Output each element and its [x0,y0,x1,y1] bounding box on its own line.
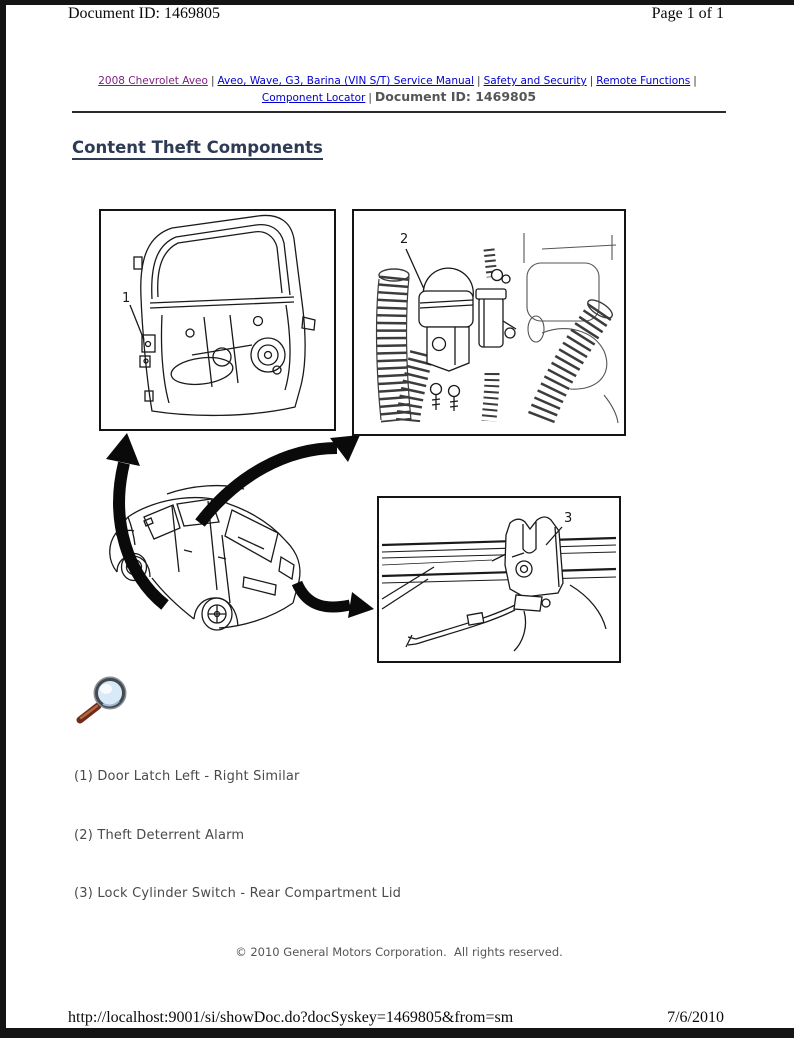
breadcrumb-link-vehicle[interactable]: 2008 Chevrolet Aveo [98,75,208,87]
print-header-doc-id: Document ID: 1469805 [68,5,220,22]
breadcrumb-link-component-locator[interactable]: Component Locator [261,92,366,104]
component-legend: (1) Door Latch Left - Right Similar (2) … [74,728,401,923]
copyright-notice: © 2010 General Motors Corporation. All r… [235,945,563,959]
vehicle-illustration [109,484,301,631]
diagram-door-latch: 1 [99,209,336,431]
breadcrumb-line-2: Component Locator|Document ID: 1469805 [72,89,726,106]
diagram-lock-cylinder-switch: 3 [377,496,621,663]
legend-item-lock-cylinder-switch: (3) Lock Cylinder Switch - Rear Compartm… [74,886,402,901]
breadcrumb-separator: | [693,75,697,87]
page-title: Content Theft Components [72,138,323,161]
breadcrumb-link-remote-functions[interactable]: Remote Functions [596,75,691,87]
diagram-theft-deterrent-alarm: 2 [352,209,626,436]
magnifier-icon[interactable] [72,674,134,724]
legend-item-door-latch: (1) Door Latch Left - Right Similar [74,769,300,784]
breadcrumb-separator: | [477,75,481,87]
component-locator-figure: 1 [99,209,626,663]
breadcrumb-line-1: 2008 Chevrolet Aveo|Aveo, Wave, G3, Bari… [72,74,726,89]
breadcrumb-current-doc-id: Document ID: 1469805 [374,89,537,104]
callout-number-2: 2 [400,232,408,247]
print-footer-date: 7/6/2010 [667,1009,724,1026]
callout-arrows [106,433,374,618]
breadcrumb-separator: | [368,92,372,104]
print-header-page-number: Page 1 of 1 [651,5,724,22]
header-divider [72,111,726,113]
breadcrumb-link-service-manual[interactable]: Aveo, Wave, G3, Barina (VIN S/T) Service… [217,75,475,87]
breadcrumb: 2008 Chevrolet Aveo|Aveo, Wave, G3, Bari… [72,74,726,106]
breadcrumb-separator: | [210,75,215,87]
breadcrumb-separator: | [589,75,594,87]
breadcrumb-link-safety-security[interactable]: Safety and Security [483,75,587,87]
callout-number-1: 1 [122,291,130,306]
print-footer-url: http://localhost:9001/si/showDoc.do?docS… [68,1009,514,1026]
legend-item-theft-deterrent-alarm: (2) Theft Deterrent Alarm [74,827,245,843]
callout-number-3: 3 [564,511,572,526]
